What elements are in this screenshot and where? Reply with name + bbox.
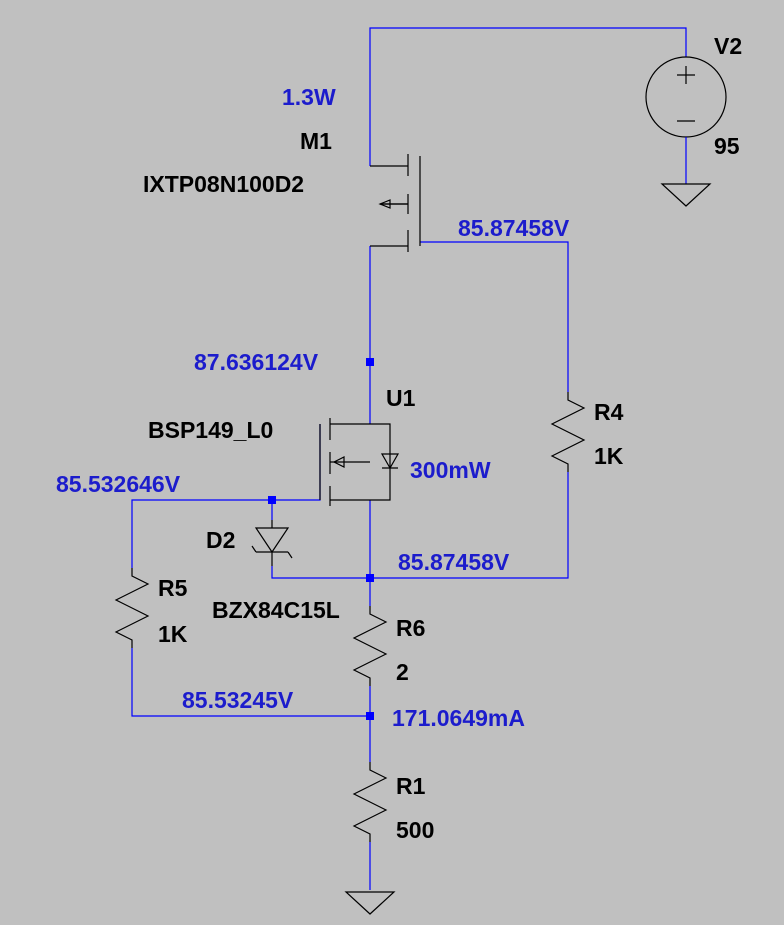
ground-symbol-r1 [344, 891, 396, 915]
m1-power-label: 1.3W [282, 84, 336, 110]
wire-r4-to-node [271, 472, 569, 579]
resistor-r4[interactable] [550, 392, 586, 472]
r1-name-label: R1 [396, 773, 426, 799]
u1-model-label: BSP149_L0 [148, 417, 273, 443]
probe-u1-gate: 85.532646V [56, 471, 181, 497]
zener-diode-d2[interactable] [251, 520, 293, 566]
v2-value-label: 95 [714, 133, 740, 159]
resistor-r5[interactable] [114, 568, 150, 648]
m1-model-label: IXTP08N100D2 [143, 171, 304, 197]
r5-value-label: 1K [158, 621, 188, 647]
resistor-r1[interactable] [352, 762, 388, 842]
r5-name-label: R5 [158, 575, 188, 601]
mosfet-m1[interactable] [370, 154, 421, 252]
v2-name-label: V2 [714, 33, 742, 59]
wire-top-rail [369, 27, 687, 166]
wire-m1-source-to-r4 [420, 241, 569, 392]
probe-r1-current: 171.0649mA [392, 705, 525, 731]
wire-r5-to-r1-node [131, 648, 370, 717]
u1-name-label: U1 [386, 385, 416, 411]
m1-name-label: M1 [300, 128, 332, 154]
u1-power-label: 300mW [410, 457, 491, 483]
r1-value-label: 500 [396, 817, 434, 843]
ground-symbol-v2 [660, 183, 712, 207]
d2-model-label: BZX84C15L [212, 597, 340, 623]
junction-u1-drain [366, 358, 374, 366]
d2-name-label: D2 [206, 527, 235, 553]
mosfet-u1[interactable] [319, 418, 400, 506]
resistor-r6[interactable] [352, 606, 388, 686]
junction-gate [268, 496, 276, 504]
r4-value-label: 1K [594, 443, 624, 469]
probe-u1-source: 85.87458V [398, 549, 510, 575]
junction-r1-top [366, 712, 374, 720]
probe-r5-bottom: 85.53245V [182, 687, 294, 713]
probe-u1-drain: 87.636124V [194, 349, 319, 375]
r6-value-label: 2 [396, 659, 409, 685]
r4-name-label: R4 [594, 399, 624, 425]
r6-name-label: R6 [396, 615, 425, 641]
voltage-source-v2[interactable] [645, 56, 727, 184]
junction-source [366, 574, 374, 582]
probe-m1-source: 85.87458V [458, 215, 570, 241]
